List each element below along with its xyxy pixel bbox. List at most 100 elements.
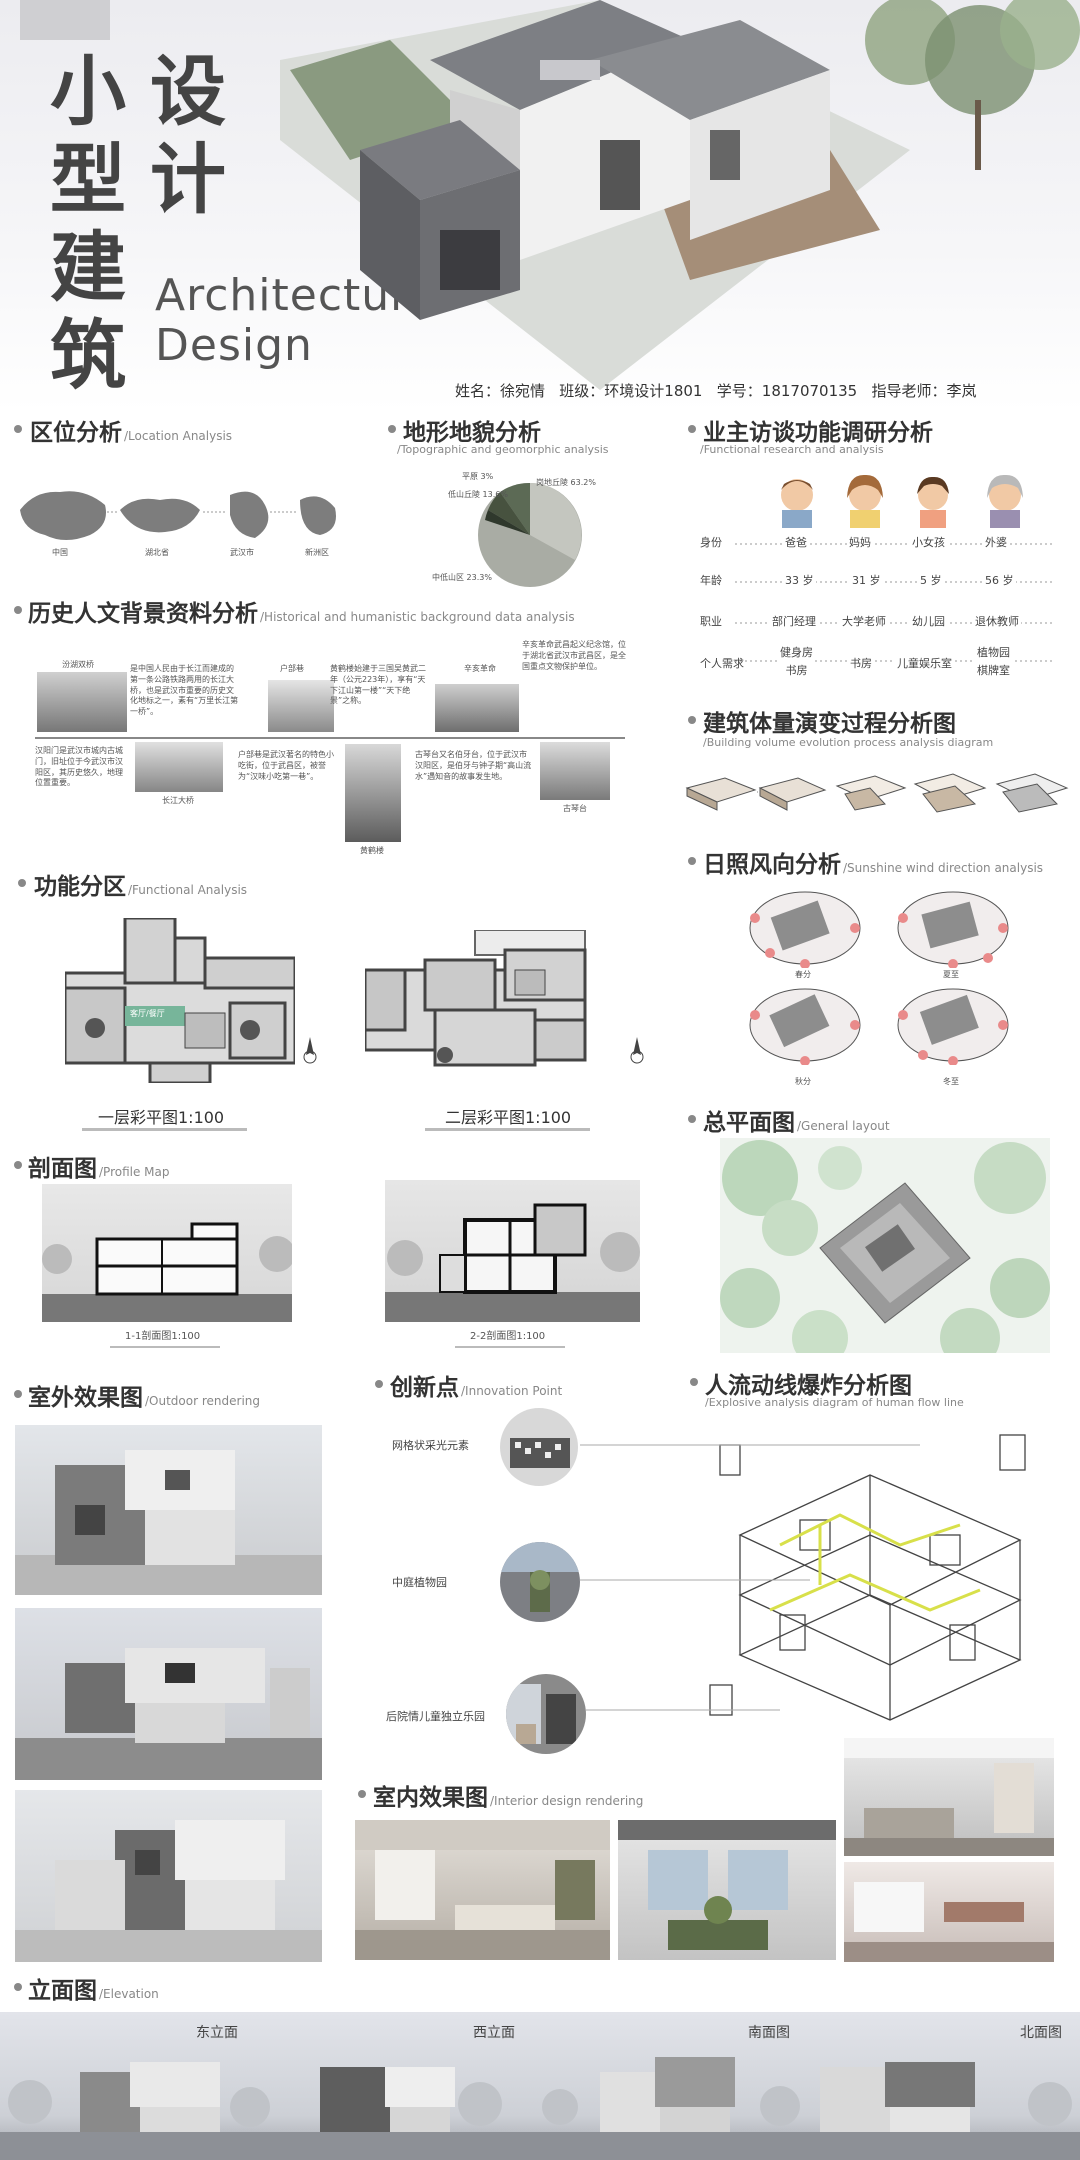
bullet-dot [14, 1161, 22, 1169]
history-label-4: 黄鹤楼 [360, 846, 384, 855]
owner-age-girl: 5 岁 [918, 572, 944, 588]
innovation-circle-1 [500, 1408, 578, 1486]
terrain-subtitle: /Topographic and geomorphic analysis [397, 443, 609, 456]
flow-subtitle: /Explosive analysis diagram of human flo… [705, 1396, 964, 1409]
location-maps [15, 480, 345, 550]
innovation-circle-3 [506, 1674, 586, 1754]
plan1-underline [82, 1128, 247, 1131]
elevation-subtitle: /Elevation [99, 1987, 159, 2001]
sunshine-label-spring: 春分 [795, 970, 811, 979]
interior-render-3 [844, 1738, 1054, 1856]
sunshine-label-summer: 夏至 [943, 970, 959, 979]
functional-title-text: 功能分区 [34, 874, 126, 900]
interior-render-2 [618, 1820, 836, 1960]
history-photo-1 [37, 672, 127, 732]
history-text-1: 是中国人民由于长江而建成的第一条公路铁路两用的长江大桥，也是武汉市重要的历史文化… [130, 664, 239, 717]
owner-age-grandma: 56 岁 [983, 572, 1016, 588]
history-text-6: 古琴台又名伯牙台，位于武汉市汉阳区，是伯牙与钟子期“高山流水”遇知音的故事发生地… [415, 750, 532, 781]
history-text-2: 汉阳门是武汉市城内古城门，旧址位于今武汉市汉阳区，其历史悠久，地理位置重要。 [35, 746, 123, 788]
owner-job-mom: 大学老师 [840, 613, 888, 629]
plan2-underline [425, 1128, 590, 1131]
sunshine-diagram-summer [893, 888, 1013, 968]
title-char-4: 筑 [50, 311, 126, 400]
bullet-dot [688, 1115, 696, 1123]
interior-title: 室内效果图/Interior design rendering [373, 1778, 643, 1812]
history-label-5: 长江大桥 [162, 796, 194, 805]
outdoor-render-1 [15, 1425, 322, 1595]
outdoor-subtitle: /Outdoor rendering [145, 1394, 260, 1408]
interior-render-4 [844, 1862, 1054, 1962]
location-label-3: 武汉市 [230, 548, 254, 557]
header-gray-block [20, 0, 110, 40]
history-label-6: 古琴台 [563, 804, 587, 813]
section1-underline [110, 1346, 220, 1348]
sunshine-title: 日照风向分析/Sunshine wind direction analysis [703, 845, 1043, 879]
owner-job-grandma: 退休教师 [973, 613, 1021, 629]
terrain-label-plain: 平原 3% [462, 472, 494, 481]
bullet-dot [14, 606, 22, 614]
flow-title: 人流动线爆炸分析图 [705, 1366, 912, 1400]
header-house-rendering [270, 0, 910, 390]
terrain-label-midlow: 中低山区 23.3% [432, 573, 492, 582]
location-title-text: 区位分析 [30, 420, 122, 446]
floor-plan-1 [65, 918, 295, 1083]
plan1-green-room-label: 客厅/餐厅 [130, 1009, 165, 1018]
innovation-title: 创新点/Innovation Point [390, 1368, 562, 1402]
history-timeline [35, 737, 625, 739]
location-title: 区位分析/Location Analysis [30, 413, 232, 447]
owner-age-mom: 31 岁 [850, 572, 883, 588]
owner-needs-grandma: 植物园 棋牌室 [975, 644, 1012, 680]
location-subtitle: /Location Analysis [124, 429, 233, 443]
title-char-5: 设 [150, 47, 226, 136]
title-char-2: 型 [50, 135, 126, 224]
location-label-4: 新洲区 [305, 548, 329, 557]
bullet-dot [14, 1390, 22, 1398]
plan2-caption: 二层彩平图1:100 [445, 1108, 572, 1127]
owner-identity-dad: 爸爸 [783, 534, 809, 550]
interior-title-text: 室内效果图 [373, 1785, 488, 1811]
sunshine-subtitle: /Sunshine wind direction analysis [843, 861, 1044, 875]
bullet-dot [358, 1790, 366, 1798]
volume-title: 建筑体量演变过程分析图 [703, 704, 956, 738]
history-photo-3 [435, 684, 519, 732]
owner-title: 业主访谈功能调研分析 [703, 413, 933, 447]
volume-evolution-diagram [685, 770, 1070, 815]
history-label-1: 汾湖双桥 [62, 660, 94, 669]
innovation-item-1: 网格状采光元素 [392, 1439, 469, 1452]
outdoor-title-text: 室外效果图 [28, 1385, 143, 1411]
functional-title: 功能分区/Functional Analysis [34, 867, 247, 901]
header-tree [830, 0, 1080, 170]
owner-row-label-identity: 身份 [700, 536, 722, 549]
north-arrow-2 [630, 1035, 644, 1069]
flow-title-text: 人流动线爆炸分析图 [705, 1373, 912, 1399]
title-char-6: 计 [150, 135, 226, 224]
terrain-pie-chart [430, 470, 630, 590]
history-label-2: 户部巷 [280, 664, 304, 673]
section-2-2 [385, 1180, 640, 1322]
history-photo-2 [268, 680, 334, 732]
owner-identity-mom: 妈妈 [847, 534, 873, 550]
history-photo-4 [135, 742, 223, 792]
interior-subtitle: /Interior design rendering [490, 1794, 644, 1808]
bullet-dot [688, 425, 696, 433]
owner-identity-grandma: 外婆 [983, 534, 1009, 550]
sunshine-diagram-winter [893, 985, 1013, 1065]
owner-needs-dad: 健身房 书房 [778, 644, 815, 680]
owner-age-dad: 33 岁 [783, 572, 816, 588]
history-photo-5 [345, 744, 401, 842]
bullet-dot [388, 425, 396, 433]
section2-caption: 2-2剖面图1:100 [470, 1331, 546, 1342]
elevation-strip [0, 2012, 1080, 2160]
sunshine-title-text: 日照风向分析 [703, 852, 841, 878]
elevation-label-west: 西立面 [473, 2025, 515, 2041]
innovation-subtitle: /Innovation Point [461, 1384, 563, 1398]
outdoor-render-2 [15, 1608, 322, 1780]
section-1-1 [42, 1184, 292, 1322]
floor-plan-2 [365, 930, 615, 1090]
profile-title: 剖面图/Profile Map [28, 1149, 170, 1183]
owner-subtitle: /Functional research and analysis [700, 443, 884, 456]
history-title-text: 历史人文背景资料分析 [28, 601, 258, 627]
elevation-label-east: 东立面 [196, 2025, 238, 2041]
title-en-line2: Design [155, 320, 313, 371]
flow-connector-lines [580, 1440, 920, 1720]
